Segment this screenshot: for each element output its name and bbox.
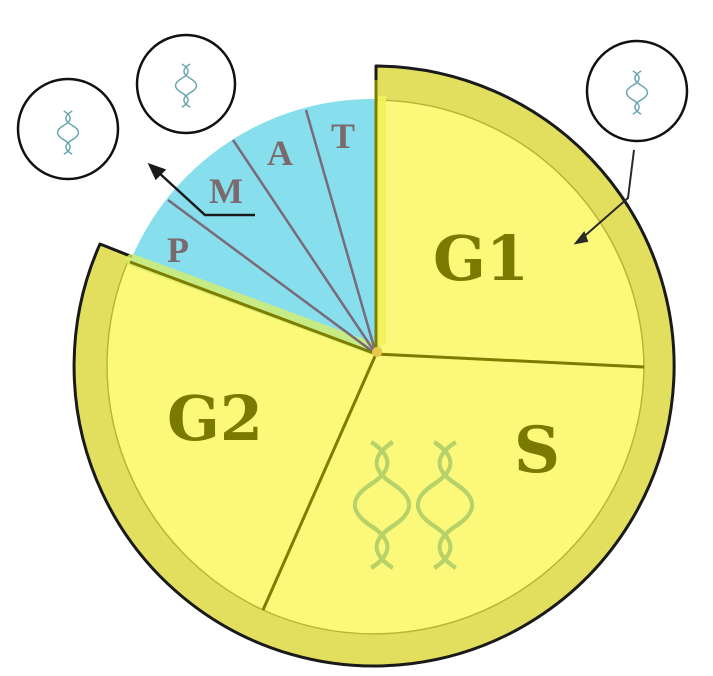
label-t: T: [331, 116, 355, 156]
phase-dividers: [129, 80, 645, 611]
dna-circle-2: [135, 33, 237, 135]
center-dot: [372, 347, 382, 357]
g1-pointer-line: [573, 149, 635, 245]
label-p: P: [167, 230, 189, 270]
mitosis-dividers: [167, 109, 378, 356]
m-pointer-arrow: [147, 162, 255, 217]
dna-circle-1: [16, 77, 120, 181]
mitosis-wedge: [130, 98, 376, 355]
mitosis-edge-highlight: [126, 254, 382, 356]
label-g2: G2: [167, 382, 263, 455]
label-s: S: [514, 413, 560, 488]
label-a: A: [267, 133, 293, 173]
label-m: M: [209, 171, 243, 211]
g1-sector: [375, 99, 645, 368]
label-g1: G1: [433, 222, 529, 295]
g2-sector: [106, 260, 378, 612]
s-sector: [262, 353, 645, 635]
dna-circle-3: [585, 39, 689, 143]
